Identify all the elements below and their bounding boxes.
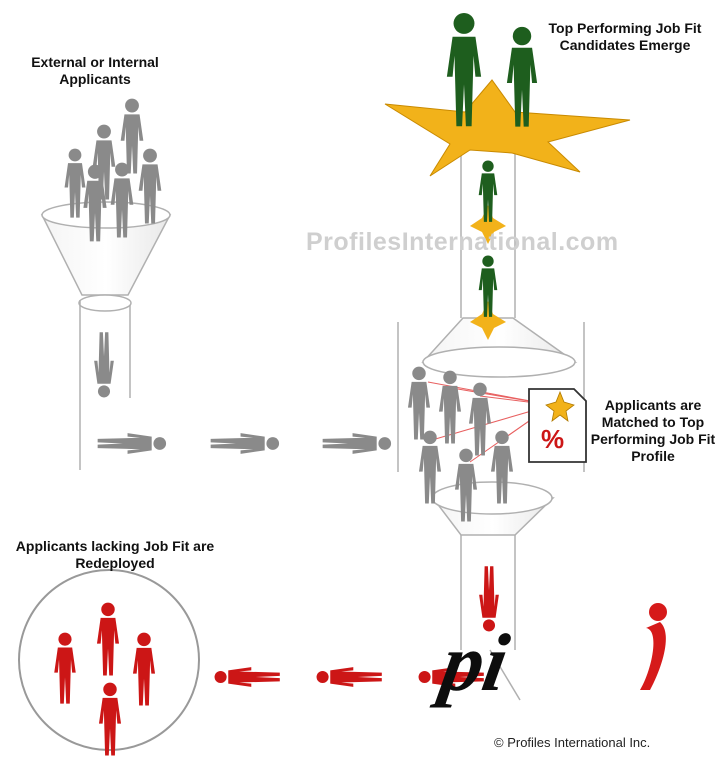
left-tube bbox=[79, 300, 131, 470]
copyright: © Profiles International Inc. bbox=[494, 735, 651, 750]
logo-text: pi bbox=[429, 617, 515, 708]
top-right-funnel bbox=[421, 317, 578, 378]
label-top-performing: Top Performing Job Fit Candidates Emerge bbox=[548, 20, 702, 53]
gray-horizontal-row bbox=[97, 433, 392, 454]
redeployed-cluster bbox=[54, 602, 156, 756]
gray-person-descending bbox=[94, 332, 114, 398]
percent-symbol: % bbox=[541, 424, 564, 454]
label-lacking: Applicants lacking Job Fit are Redeploye… bbox=[15, 538, 215, 571]
small-star bbox=[470, 301, 506, 340]
label-matched: Applicants are Matched to Top Performing… bbox=[590, 397, 716, 464]
profile-document-icon: % bbox=[528, 388, 587, 463]
watermark: ProfilesInternational.com bbox=[306, 228, 619, 256]
label-external-internal: External or Internal Applicants bbox=[31, 54, 159, 87]
bottom-right-funnel bbox=[431, 481, 555, 536]
left-funnel bbox=[40, 201, 172, 312]
large-star bbox=[384, 79, 631, 177]
pi-logo: pi bbox=[429, 603, 667, 708]
small-star bbox=[470, 205, 506, 244]
